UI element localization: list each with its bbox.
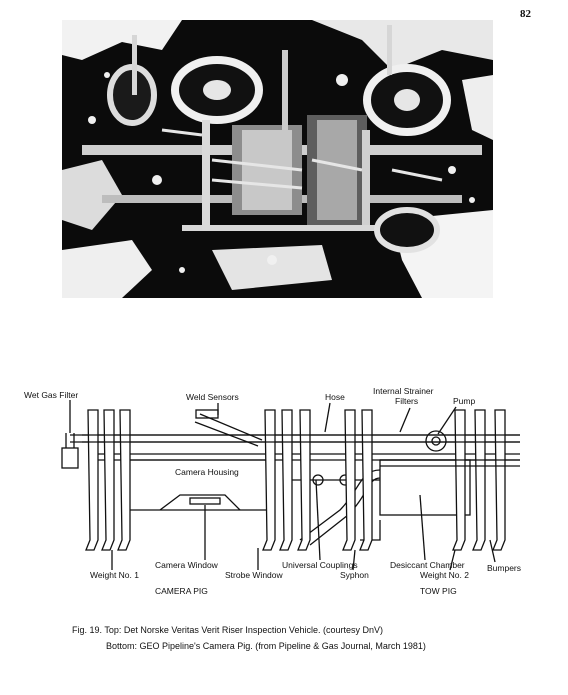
label-weight-no-1: Weight No. 1: [90, 570, 139, 580]
inspection-vehicle-photo: [62, 20, 493, 298]
label-syphon: Syphon: [340, 570, 369, 580]
label-internal-strainer: Internal Strainer: [373, 386, 434, 396]
label-bumpers: Bumpers: [487, 563, 521, 573]
label-wet-gas-filter: Wet Gas Filter: [24, 390, 78, 400]
label-weld-sensors: Weld Sensors: [186, 392, 239, 402]
label-camera-pig: CAMERA PIG: [155, 586, 208, 596]
pig-cups: [85, 409, 506, 551]
camera-pig-diagram: Wet Gas Filter Weld Sensors Hose Interna…: [24, 386, 521, 596]
label-pump: Pump: [453, 396, 475, 406]
label-strobe-window: Strobe Window: [225, 570, 283, 580]
label-hose: Hose: [325, 392, 345, 402]
label-camera-housing: Camera Housing: [175, 467, 239, 477]
label-desiccant-chamber: Desiccant Chamber: [390, 560, 465, 570]
caption-line-bottom: Bottom: GEO Pipeline's Camera Pig. (from…: [106, 641, 426, 651]
caption-line-top: Fig. 19. Top: Det Norske Veritas Verit R…: [72, 625, 383, 635]
label-camera-window: Camera Window: [155, 560, 219, 570]
label-tow-pig: TOW PIG: [420, 586, 457, 596]
label-universal-couplings: Universal Couplings: [282, 560, 358, 570]
figure-caption: Fig. 19. Top: Det Norske Veritas Verit R…: [72, 622, 542, 654]
label-filters: Filters: [395, 396, 418, 406]
page-number: 82: [520, 8, 531, 20]
label-weight-no-2: Weight No. 2: [420, 570, 469, 580]
